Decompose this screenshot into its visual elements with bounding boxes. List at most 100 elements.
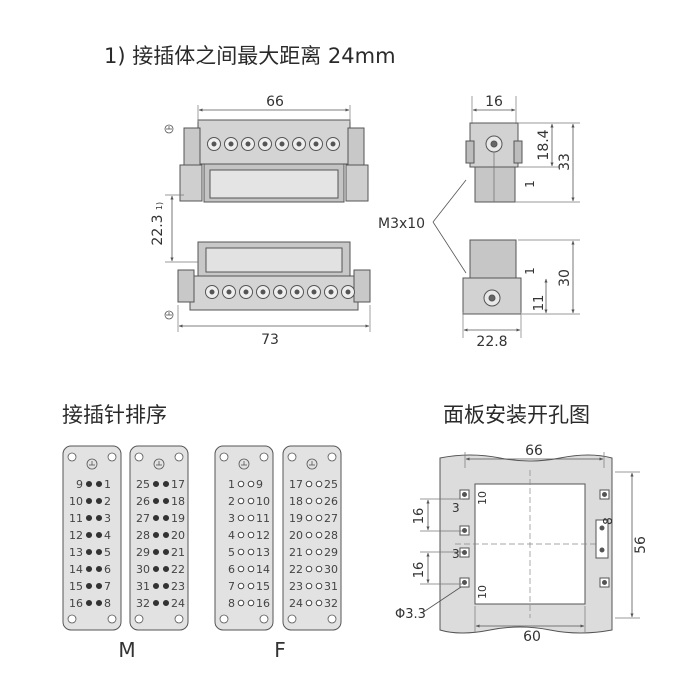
male-pin — [162, 582, 170, 590]
female-socket — [237, 514, 245, 522]
cutout-right-dimension-8: 8 — [601, 517, 615, 525]
pin-number: 7 — [104, 580, 111, 593]
pin-number: 16 — [69, 597, 83, 610]
male-pin — [85, 514, 93, 522]
female-socket — [237, 599, 245, 607]
female-socket — [315, 582, 323, 590]
pin-number: 28 — [324, 529, 338, 542]
male-pin — [95, 599, 103, 607]
side-dim-18-4: 18.4 — [536, 129, 552, 160]
cutout-width-dimension: 66 — [525, 443, 543, 459]
height-footnote-mark: 1) — [155, 202, 164, 210]
insert-body — [214, 445, 274, 631]
pin-number: 14 — [69, 563, 83, 576]
male-pin — [85, 565, 93, 573]
side-dim-11: 11 — [532, 295, 547, 312]
male-pin — [152, 599, 160, 607]
female-socket — [237, 480, 245, 488]
ground-icon — [86, 458, 98, 470]
male-pin — [95, 548, 103, 556]
pin-number: 20 — [289, 529, 303, 542]
male-pin — [95, 497, 103, 505]
female-socket — [247, 514, 255, 522]
pin-number: 9 — [256, 478, 263, 491]
pin-number: 31 — [324, 580, 338, 593]
pin-number: 21 — [289, 546, 303, 559]
panel-cutout-drawing: 66 56 8 60 16 16 3 10 3 10 Φ3.3 — [395, 443, 649, 645]
pin-number: 29 — [136, 546, 150, 559]
cutout-small-10-top: 10 — [476, 491, 489, 505]
pin-number: 30 — [136, 563, 150, 576]
hole-diameter-label: Φ3.3 — [395, 607, 426, 622]
male-pin — [95, 514, 103, 522]
pin-number: 7 — [228, 580, 235, 593]
side-dim-30: 30 — [557, 269, 573, 287]
insert-screw-hole — [134, 614, 144, 624]
male-pin — [95, 531, 103, 539]
insert-screw-hole — [287, 614, 297, 624]
male-pin — [85, 497, 93, 505]
max-distance-note: 1) 接插体之间最大距离 24mm — [104, 44, 396, 68]
female-socket — [237, 582, 245, 590]
female-socket — [305, 480, 313, 488]
female-label: F — [274, 638, 286, 662]
pin-number: 10 — [256, 495, 270, 508]
male-pin — [85, 480, 93, 488]
pin-number: 27 — [324, 512, 338, 525]
pin-number: 15 — [256, 580, 270, 593]
side-upper-body — [465, 122, 523, 203]
female-socket — [315, 480, 323, 488]
female-socket — [237, 565, 245, 573]
female-socket — [237, 497, 245, 505]
insert-body — [62, 445, 122, 631]
insert-screw-hole — [259, 452, 269, 462]
pin-number: 19 — [289, 512, 303, 525]
insert-screw-hole — [107, 614, 117, 624]
male-pin — [85, 531, 93, 539]
insert-screw-hole — [67, 452, 77, 462]
female-socket — [315, 599, 323, 607]
female-socket — [305, 582, 313, 590]
female-socket — [315, 565, 323, 573]
mounting-holes — [459, 489, 610, 588]
pin-number: 17 — [289, 478, 303, 491]
side-bottom-width-dimension: 22.8 — [476, 334, 507, 350]
pin-number: 23 — [171, 580, 185, 593]
connector-top-view: 66 22.3 1) 73 — [150, 94, 371, 348]
male-pin — [152, 565, 160, 573]
cutout-spacing-16-bottom: 16 — [412, 562, 427, 579]
pin-number: 24 — [171, 597, 185, 610]
male-pin — [95, 582, 103, 590]
insert-screw-hole — [219, 452, 229, 462]
side-lower-body — [462, 239, 522, 315]
pin-number: 2 — [228, 495, 235, 508]
female-socket — [247, 599, 255, 607]
male-pin — [85, 582, 93, 590]
pin-number: 16 — [256, 597, 270, 610]
connector-side-view: 16 18.4 33 1 M3x10 30 1 11 22.8 — [378, 94, 580, 350]
female-socket — [237, 531, 245, 539]
connector-lower-half — [177, 241, 371, 311]
pin-number: 3 — [104, 512, 111, 525]
cutout-inner-width-dimension: 60 — [523, 629, 541, 645]
pin-number: 25 — [324, 478, 338, 491]
pin-number: 8 — [104, 597, 111, 610]
female-socket — [247, 565, 255, 573]
insert-screw-hole — [174, 452, 184, 462]
pin-arrangement-title: 接插针排序 — [62, 403, 167, 427]
top-width-dimension: 66 — [266, 94, 284, 110]
pin-number: 6 — [228, 563, 235, 576]
male-label: M — [118, 638, 135, 662]
female-socket — [305, 531, 313, 539]
insert-screw-hole — [67, 614, 77, 624]
bottom-width-dimension: 73 — [261, 332, 279, 348]
female-socket — [305, 497, 313, 505]
pin-number: 11 — [256, 512, 270, 525]
male-pin — [152, 497, 160, 505]
insert-screw-hole — [259, 614, 269, 624]
pin-number: 6 — [104, 563, 111, 576]
ground-symbol-top — [164, 124, 174, 134]
male-pin — [162, 599, 170, 607]
